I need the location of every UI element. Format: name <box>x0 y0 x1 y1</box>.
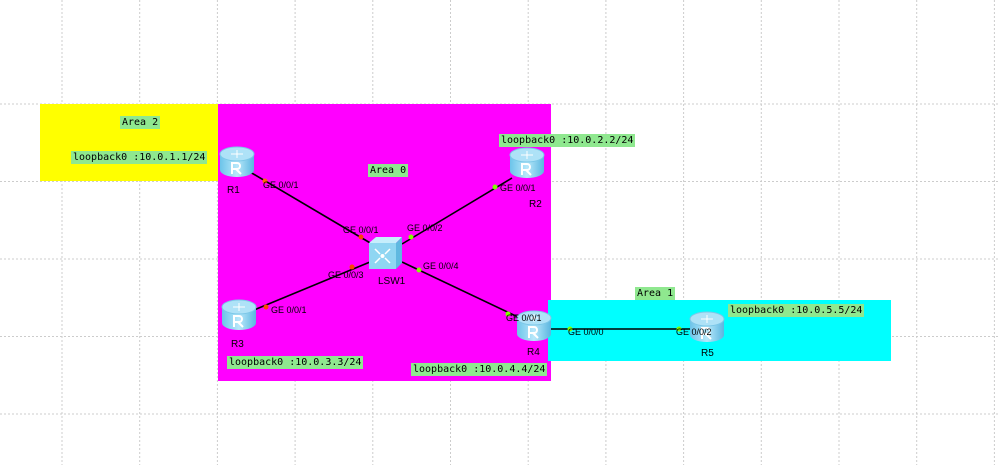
r4-port-r5-label: GE 0/0/0 <box>568 327 604 337</box>
r5-loopback-label: loopback0 :10.0.5.5/24 <box>728 304 865 317</box>
r2-name: R2 <box>529 199 542 210</box>
lsw1-name: LSW1 <box>378 276 406 287</box>
port-status-dot <box>262 178 268 184</box>
port-status-dot <box>416 267 422 273</box>
port-status-dot <box>492 184 498 190</box>
r1-port-label: GE 0/0/1 <box>263 180 299 190</box>
r4-port-up-label: GE 0/0/1 <box>506 313 542 323</box>
r3-port-label: GE 0/0/1 <box>271 305 307 315</box>
lsw1-port-r4-label: GE 0/0/4 <box>423 261 459 271</box>
lsw1-switch-icon[interactable] <box>366 235 404 276</box>
port-status-dot <box>567 326 573 332</box>
port-status-dot <box>505 311 511 317</box>
lsw1-port-r1-label: GE 0/0/1 <box>343 225 379 235</box>
r5-name: R5 <box>701 348 714 359</box>
r1-router-icon[interactable] <box>218 145 256 184</box>
area-2-label: Area 2 <box>120 116 161 129</box>
r4-name: R4 <box>527 347 540 358</box>
r3-name: R3 <box>231 339 244 350</box>
r2-port-label: GE 0/0/1 <box>500 183 536 193</box>
link-r3-lsw1 <box>253 261 371 311</box>
lsw1-port-r2-label: GE 0/0/2 <box>407 223 443 233</box>
r5-router-icon[interactable] <box>688 310 726 349</box>
r1-name: R1 <box>227 185 240 196</box>
r3-router-icon[interactable] <box>220 298 258 337</box>
link-r4-lsw1 <box>401 261 521 319</box>
link-r1-lsw1 <box>249 171 373 245</box>
r1-loopback-label: loopback0 :10.0.1.1/24 <box>71 151 208 164</box>
r4-loopback-label: loopback0 :10.0.4.4/24 <box>411 363 548 376</box>
area-1-label: Area 1 <box>635 287 676 300</box>
r2-router-icon[interactable] <box>508 146 546 185</box>
port-status-dot <box>349 264 355 270</box>
port-status-dot <box>676 326 682 332</box>
r3-loopback-label: loopback0 :10.0.3.3/24 <box>227 356 364 369</box>
lsw1-port-r3-label: GE 0/0/3 <box>328 270 364 280</box>
port-status-dot <box>358 234 364 240</box>
area-0-label: Area 0 <box>368 164 409 177</box>
port-status-dot <box>263 304 269 310</box>
r4-router-icon[interactable] <box>515 309 553 348</box>
r5-port-label: GE 0/0/2 <box>676 327 712 337</box>
port-status-dot <box>408 234 414 240</box>
r2-loopback-label: loopback0 :10.0.2.2/24 <box>499 134 636 147</box>
